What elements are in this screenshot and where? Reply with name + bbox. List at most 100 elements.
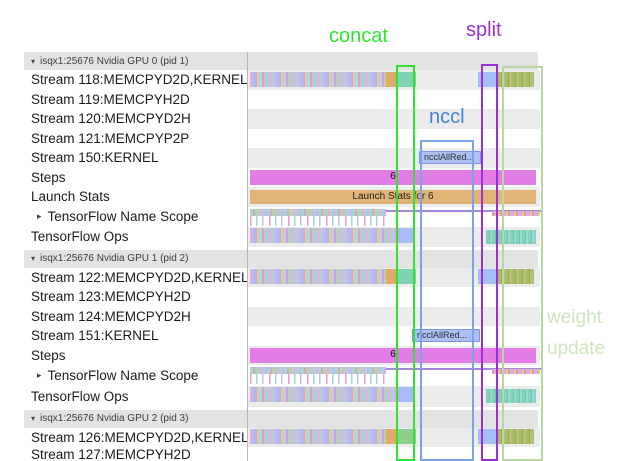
nccl-allreduce-bar[interactable]: ncclAllRed... [419, 151, 481, 164]
name-scope-events-bar[interactable] [250, 367, 386, 384]
track-row: TensorFlow Ops [0, 226, 622, 247]
track-label[interactable]: Stream 121:MEMCPYP2P [0, 128, 247, 148]
track-label-text: Launch Stats [31, 189, 110, 205]
ops-events-bar[interactable] [486, 388, 536, 403]
collapse-triangle-icon[interactable]: ▾ [31, 414, 36, 423]
expand-triangle-icon[interactable]: ▸ [37, 369, 42, 380]
split-event-segment[interactable] [478, 269, 498, 284]
track-label[interactable]: Stream 126:MEMCPYD2D,KERNEL,MI [0, 427, 247, 447]
track-timeline[interactable] [248, 128, 540, 148]
timeline-rows: ▾isqx1:25676 Nvidia GPU 0 (pid 1) Stream … [0, 52, 622, 461]
track-timeline[interactable]: Launch Stats for 6 [248, 187, 540, 207]
kernel-event-segment[interactable] [386, 269, 398, 284]
device-header-band[interactable]: ▾isqx1:25676 Nvidia GPU 0 (pid 1) [24, 52, 538, 70]
step-bar[interactable]: 6 [250, 170, 536, 185]
track-timeline[interactable] [248, 89, 540, 109]
kernel-event-segment[interactable] [386, 71, 398, 87]
device-header-label: isqx1:25676 Nvidia GPU 1 (pid 2) [40, 253, 189, 264]
track-timeline[interactable] [248, 447, 540, 461]
collapse-triangle-icon[interactable]: ▾ [31, 254, 36, 263]
track-label-text: Stream 123:MEMCPYH2D [31, 289, 191, 305]
launch-stats-bar[interactable]: Launch Stats for 6 [250, 189, 536, 204]
track-row: TensorFlow Ops [0, 385, 622, 407]
device-section-header: ▾isqx1:25676 Nvidia GPU 2 (pid 3) [0, 409, 622, 428]
weight-update-events-bar[interactable] [498, 71, 534, 87]
concat-event-segment[interactable] [398, 429, 416, 444]
split-event-segment[interactable] [478, 71, 498, 87]
track-timeline[interactable] [248, 109, 540, 129]
kernel-events-bar[interactable] [250, 387, 400, 402]
track-label[interactable]: Stream 151:KERNEL [0, 326, 247, 346]
track-label-text: Stream 120:MEMCPYD2H [31, 111, 191, 127]
track-label[interactable]: Stream 123:MEMCPYH2D [0, 287, 247, 307]
track-label[interactable]: TensorFlow Ops [0, 226, 247, 247]
track-timeline[interactable] [248, 206, 541, 227]
track-label-text: TensorFlow Name Scope [47, 209, 199, 224]
track-row: Stream 118:MEMCPYD2D,KERNEL,ME [0, 70, 622, 90]
track-timeline[interactable] [248, 385, 540, 407]
track-label[interactable]: Stream 118:MEMCPYD2D,KERNEL,ME [0, 70, 247, 90]
track-label[interactable]: Stream 120:MEMCPYD2H [0, 109, 247, 129]
kernel-events-bar[interactable] [250, 228, 400, 243]
track-label[interactable]: ▸ TensorFlow Name Scope [0, 206, 247, 227]
track-timeline[interactable]: 6 [248, 167, 540, 187]
weight-update-events-bar[interactable] [498, 269, 534, 284]
nccl-allreduce-bar[interactable]: ncclAllRed... [412, 329, 480, 342]
concat-region-box [396, 65, 415, 461]
track-timeline[interactable] [248, 365, 541, 386]
ops-events-bar[interactable] [486, 229, 536, 244]
kernel-events-bar[interactable] [250, 71, 386, 87]
track-label[interactable]: TensorFlow Ops [0, 385, 247, 407]
kernel-events-bar[interactable] [250, 269, 386, 284]
track-timeline[interactable]: 6 [248, 345, 540, 365]
track-timeline[interactable] [248, 427, 540, 447]
name-scope-events-bar[interactable] [492, 210, 540, 216]
weight-update-events-bar[interactable] [498, 429, 534, 444]
track-timeline[interactable]: ncclAllRed... [248, 148, 540, 168]
split-event-segment[interactable] [400, 228, 413, 243]
step-bar[interactable]: 6 [250, 348, 536, 363]
split-event-segment[interactable] [478, 429, 498, 444]
track-label-text: Stream 119:MEMCPYH2D [31, 91, 190, 107]
weight-update-line1: weight [547, 307, 602, 328]
kernel-events-bar[interactable] [250, 429, 386, 444]
track-timeline[interactable] [248, 267, 540, 287]
track-label[interactable]: Stream 127:MEMCPYH2D [0, 447, 247, 461]
track-label-text: TensorFlow Name Scope [47, 367, 199, 383]
track-label[interactable]: Steps [0, 345, 247, 365]
track-label[interactable]: ▸ TensorFlow Name Scope [0, 365, 247, 386]
label-timeline-splitter[interactable] [247, 52, 248, 461]
track-label-text: Stream 122:MEMCPYD2D,KERNEL,MI [31, 269, 247, 285]
concat-event-segment[interactable] [398, 269, 416, 284]
device-header-band[interactable]: ▾isqx1:25676 Nvidia GPU 2 (pid 3) [24, 409, 538, 428]
track-label-text: Stream 118:MEMCPYD2D,KERNEL,ME [31, 72, 247, 88]
track-row: Launch Stats Launch Stats for 6 [0, 187, 622, 207]
track-timeline[interactable] [248, 287, 540, 307]
collapse-triangle-icon[interactable]: ▾ [31, 56, 36, 66]
track-row: Stream 119:MEMCPYH2D [0, 89, 622, 109]
concat-event-segment[interactable] [398, 71, 416, 87]
track-label-text: Stream 126:MEMCPYD2D,KERNEL,MI [31, 429, 247, 445]
track-label[interactable]: Stream 119:MEMCPYH2D [0, 89, 247, 109]
kernel-event-segment[interactable] [386, 429, 398, 444]
split-event-segment[interactable] [400, 387, 413, 402]
expand-triangle-icon[interactable]: ▸ [37, 211, 42, 221]
track-timeline[interactable]: ncclAllRed... [248, 326, 540, 346]
track-timeline[interactable] [248, 226, 540, 247]
track-label-text: Steps [31, 169, 66, 185]
track-row: Stream 126:MEMCPYD2D,KERNEL,MI [0, 427, 622, 447]
name-scope-events-bar[interactable] [250, 208, 386, 226]
name-scope-line[interactable] [384, 209, 541, 212]
name-scope-line[interactable] [384, 368, 541, 370]
device-header-band[interactable]: ▾ isqx1:25676 Nvidia GPU 1 (pid 2) [24, 249, 538, 268]
track-label[interactable]: Steps [0, 167, 247, 187]
track-timeline[interactable] [248, 70, 540, 90]
track-timeline[interactable] [248, 306, 540, 326]
name-scope-events-bar[interactable] [492, 369, 540, 374]
track-label[interactable]: Launch Stats [0, 187, 247, 207]
track-label[interactable]: Stream 124:MEMCPYD2H [0, 306, 247, 326]
track-label[interactable]: Stream 122:MEMCPYD2D,KERNEL,MI [0, 267, 247, 287]
track-label[interactable]: Stream 150:KERNEL [0, 148, 247, 168]
nccl-annotation-label: nccl [429, 106, 465, 128]
